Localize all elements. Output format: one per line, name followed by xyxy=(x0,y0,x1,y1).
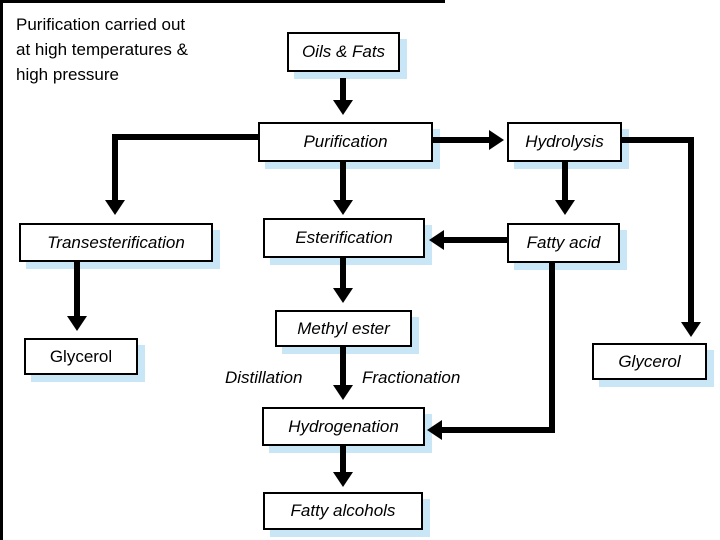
node-transesterification: Transesterification xyxy=(19,223,213,262)
node-label: Hydrogenation xyxy=(288,416,399,436)
node-hydrogenation: Hydrogenation xyxy=(262,407,425,446)
annotation-line: high pressure xyxy=(16,65,120,84)
edge-transesterification-glycerol-arrowhead xyxy=(67,316,87,331)
node-label: Oils & Fats xyxy=(301,42,386,61)
edge-purification-transesterification-arrowhead xyxy=(105,200,125,215)
node-label: Hydrolysis xyxy=(525,132,604,151)
edge-hydrolysis-glycerol-arrowhead xyxy=(681,322,701,337)
node-label: Purification xyxy=(303,132,388,151)
annotation-text: Purification carried out at high tempera… xyxy=(16,12,226,87)
node-label: Transesterification xyxy=(47,232,185,252)
edge-esterification-methyl-ester-arrowhead xyxy=(333,288,353,303)
edge-fatty-acid-esterification-arrowhead xyxy=(429,230,444,250)
node-hydrolysis: Hydrolysis xyxy=(507,122,622,162)
edge-methyl-ester-hydrogenation-arrowhead xyxy=(333,385,353,400)
node-glycerol-left: Glycerol xyxy=(24,338,138,375)
edge-fatty-acid-hydrogenation-hshaft xyxy=(442,427,555,433)
node-esterification: Esterification xyxy=(263,218,425,258)
node-label: Glycerol xyxy=(49,346,113,366)
edge-purification-hydrolysis-arrowhead xyxy=(489,130,504,150)
node-fatty-acid: Fatty acid xyxy=(507,223,620,263)
node-label: Fatty alcohols xyxy=(290,501,396,520)
edge-fatty-acid-hydrogenation-arrowhead xyxy=(427,420,442,440)
edge-transesterification-glycerol-shaft xyxy=(74,262,80,318)
node-label: Methyl ester xyxy=(297,318,390,338)
frame-top-border xyxy=(0,0,445,3)
edge-esterification-methyl-ester-shaft xyxy=(340,258,346,290)
edge-purification-transesterification-vshaft xyxy=(112,134,118,202)
edge-hydrolysis-fatty-acid-shaft xyxy=(562,162,568,202)
node-label: Glycerol xyxy=(618,351,681,371)
edge-hydrogenation-fatty-alcohols-arrowhead xyxy=(333,472,353,487)
label-fractionation: Fractionation xyxy=(362,368,461,387)
edge-methyl-ester-hydrogenation-shaft xyxy=(340,347,346,387)
edge-purification-hydrolysis-shaft xyxy=(433,137,491,143)
node-label: Esterification xyxy=(295,228,393,247)
node-label: Fatty acid xyxy=(526,233,601,252)
node-glycerol-right: Glycerol xyxy=(592,343,707,380)
edge-purification-transesterification-hshaft xyxy=(112,134,258,140)
edge-purification-esterification-arrowhead xyxy=(333,200,353,215)
edge-fatty-acid-hydrogenation-vshaft xyxy=(549,263,555,430)
node-methyl-ester: Methyl ester xyxy=(275,310,412,347)
edge-oils-fats-purification-arrowhead xyxy=(333,100,353,115)
edge-purification-esterification-shaft xyxy=(340,162,346,202)
edge-fatty-acid-esterification-shaft xyxy=(444,237,507,243)
annotation-line: at high temperatures & xyxy=(16,40,188,59)
edge-hydrolysis-glycerol-vshaft xyxy=(688,137,694,324)
node-oils-fats: Oils & Fats xyxy=(287,32,400,72)
edge-oils-fats-purification-shaft xyxy=(340,78,346,102)
annotation-line: Purification carried out xyxy=(16,15,186,34)
edge-hydrolysis-fatty-acid-arrowhead xyxy=(555,200,575,215)
node-fatty-alcohols: Fatty alcohols xyxy=(263,492,423,530)
edge-hydrolysis-glycerol-hshaft xyxy=(622,137,694,143)
label-distillation: Distillation xyxy=(225,368,303,387)
edge-hydrogenation-fatty-alcohols-shaft xyxy=(340,446,346,474)
frame-left-border xyxy=(0,0,3,540)
node-purification: Purification xyxy=(258,122,433,162)
